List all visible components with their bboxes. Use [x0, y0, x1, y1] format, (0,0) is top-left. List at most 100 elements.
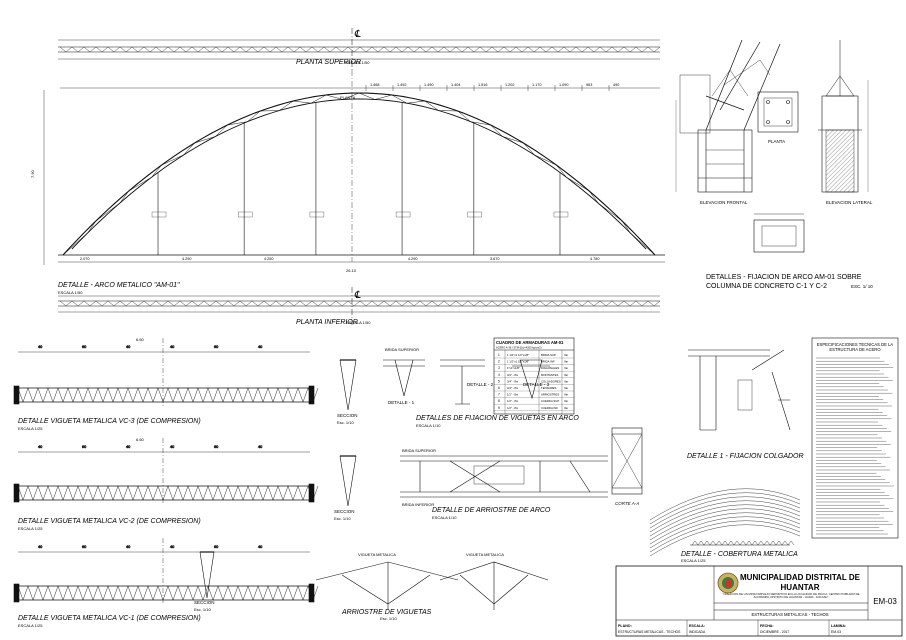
arriostre-viguetas-title: ARRIOSTRE DE VIGUETAS [341, 609, 432, 616]
arriostre-viguetas-detail [315, 561, 549, 610]
sheet-number: EM-03 [873, 597, 897, 606]
tb-value: DICIEMBRE - 2017 [760, 630, 790, 634]
tb-label: LAMINA: [831, 624, 846, 628]
vigueta-dim-label: 40 [38, 545, 42, 549]
cobertura-scale: ESCALA 1/25 [681, 558, 706, 563]
vigueta-dim-label: 40 [170, 545, 174, 549]
tb-label: FECHA: [760, 624, 774, 628]
rise-dimension: 7.90 [30, 169, 35, 178]
table-cell-desc: TENSORES [541, 386, 557, 390]
colgador-detail [688, 349, 791, 431]
top-dim-label: 1.492 [397, 83, 407, 87]
planta-superior-view [58, 28, 661, 70]
cobertura-panel [649, 492, 801, 525]
fijacion-viguetas-details [383, 359, 550, 405]
bottom-dim-label: 4.250 [264, 257, 274, 261]
table-subtitle: ACERO A-36 / STM (f(c)=4200 kg/cm2) [496, 346, 542, 350]
top-dim-label: 1.202 [505, 83, 515, 87]
cobertura-panel [649, 504, 801, 537]
specs-title-2: ESTRUCTURA DE ACERO [829, 347, 881, 352]
cobertura-panel [649, 508, 801, 541]
vigueta-dim-label: 60 [214, 545, 218, 549]
brida-superior-2: BRIDA SUPERIOR [402, 448, 436, 453]
vigueta-web [17, 585, 319, 601]
table-cell-desc: ARRIOSTRES [541, 393, 559, 397]
bottom-dim-label: 4.780 [590, 257, 600, 261]
detalle-1-label: DETALLE - 1 [388, 400, 415, 405]
vigueta-vc1: 40 60 40 40 60 40 [13, 538, 319, 604]
municipality-line-2: HUANTAR [781, 583, 820, 592]
top-dim-label: 963 [586, 83, 592, 87]
cobertura-title: DETALLE - COBERTURA METALICA [681, 551, 798, 558]
planta-inferior-scale: ESCALA 1/50 [346, 320, 371, 325]
table-cell-desc: MONTANTES [541, 373, 558, 377]
hanger-tag-5 [467, 211, 482, 218]
table-cell-mark: 8 [498, 399, 500, 403]
section-details [199, 359, 357, 599]
table-cell-mark: 2 [498, 360, 500, 364]
top-dim-label: 1.468 [370, 83, 380, 87]
vc2-scale: ESCALA 1/25 [18, 526, 43, 531]
vigueta-dim-label: 40 [258, 345, 262, 349]
support-detail [675, 39, 869, 253]
corte-aa [611, 427, 643, 495]
seccion-label-1: SECCION [337, 413, 358, 418]
fijacion-title-2: COLUMNA DE CONCRETO C-1 Y C-2 [706, 283, 827, 290]
vigueta-dim-label: 60 [82, 445, 86, 449]
arch-members [62, 92, 656, 256]
vigueta-end-left [13, 385, 20, 405]
vigueta-dim-label: 40 [126, 545, 130, 549]
vigueta-dim-label: 40 [258, 545, 262, 549]
table-cell-qty: Var [564, 366, 568, 370]
hanger-tag-4 [395, 211, 411, 218]
tb-value: INDICADA [689, 630, 706, 634]
bottom-dim-label: 4.290 [408, 257, 418, 261]
seccion-scale-2: Esc. 1/10 [334, 516, 351, 521]
vigueta-dim-label: 60 [214, 345, 218, 349]
top-dim-label: 1.404 [451, 83, 461, 87]
cobertura-detail [649, 488, 801, 557]
vigueta-dim-label: 40 [38, 345, 42, 349]
bottom-dim-label: 4.290 [182, 257, 192, 261]
table-cell-mark: 3 [498, 366, 500, 370]
table-cell-desc: CUERDA INF [541, 406, 558, 410]
vigueta-dim-label: 40 [38, 445, 42, 449]
table-cell-desc: BRIDA SUP [541, 353, 556, 357]
planta-superior-title: PLANTA SUPERIOR [296, 59, 361, 66]
corte-label: CORTE A-A [615, 501, 639, 506]
hanger-tag-2 [238, 211, 253, 218]
cobertura-profile [691, 540, 795, 546]
table-cell-size: 3/4" - 8m [507, 386, 519, 390]
planta-superior-scale: ESCALA 1/50 [345, 60, 370, 65]
table-cell-mark: 5 [498, 379, 500, 383]
top-dim-label: 490 [613, 83, 619, 87]
planta-inferior-title: PLANTA INFERIOR [296, 319, 358, 326]
table-cell-desc: BRIDA INF [541, 360, 555, 364]
table-cell-mark: 6 [498, 386, 500, 390]
table-cell-mark: 4 [498, 373, 500, 377]
seccion-scale-1: Esc. 1/10 [337, 420, 354, 425]
arriostre-viguetas-scale: Esc. 1/10 [380, 616, 397, 621]
vigueta-dim-label: 60 [82, 545, 86, 549]
table-cell-desc: CUERDA SUP [541, 399, 559, 403]
vigueta-end-right [308, 385, 315, 405]
table-cell-size: 1 1/2"x1 1/2"x1/8" [507, 353, 529, 357]
table-cell-qty: Var [564, 406, 568, 410]
elevacion-frontal-label: ELEVACION FRONTAL [700, 200, 748, 205]
planta-detail-label: PLANTA [768, 139, 785, 144]
table-cell-desc: COLGADORES [541, 379, 561, 383]
cobertura-panel [649, 488, 801, 521]
arco-title: DETALLE - ARCO METALICO "AM-01" [58, 282, 180, 289]
arch-web-members [62, 92, 656, 256]
vigueta-end-left [13, 583, 20, 603]
arch-planta-label: PLANTA [340, 95, 356, 100]
vc3-title: DETALLE VIGUETA METALICA VC-3 (DE COMPRE… [18, 418, 201, 425]
tb-value: EM-03 [831, 630, 841, 634]
fijacion-viguetas-title: DETALLES DE FIJACION DE VIGUETAS EN ARCO [416, 415, 579, 422]
table-cell-size: 1/2" - 8m [507, 406, 519, 410]
table-cell-desc: DIAGONALES [541, 366, 559, 370]
project-description: "CREACION DE UN MINICOMPLEJO DEPORTIVO E… [722, 593, 860, 599]
vigueta-dim-label: 40 [170, 445, 174, 449]
